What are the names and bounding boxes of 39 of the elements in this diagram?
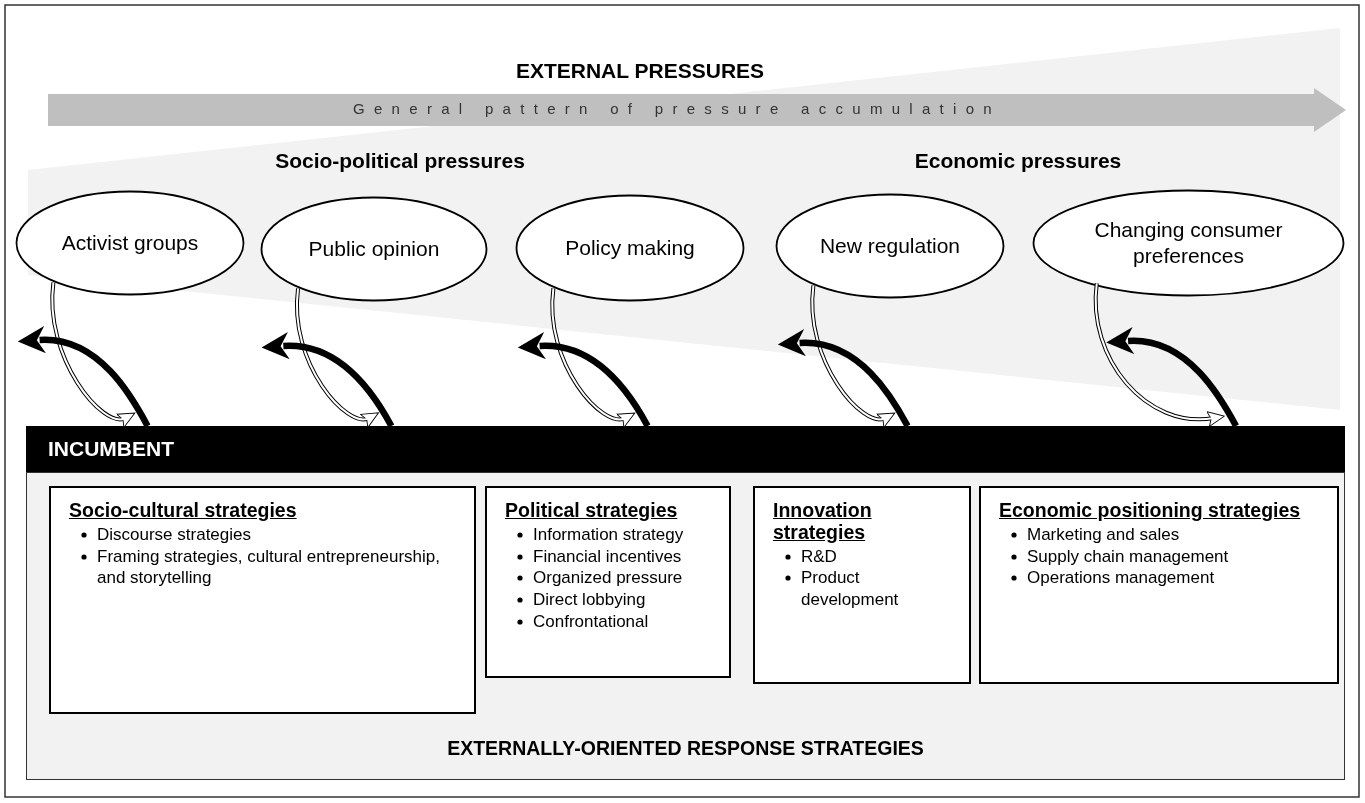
category-label: Socio-political pressures <box>274 149 526 173</box>
strategy-item: Discourse strategies <box>97 524 251 544</box>
incumbent-label: INCUMBENT <box>48 437 174 461</box>
pressure-ellipse <box>15 190 245 296</box>
strategy-item: Operations management <box>1027 568 1215 588</box>
pressure-label: Activist groups <box>60 230 200 256</box>
strategy-item: Marketing and sales <box>1027 524 1180 544</box>
strategy-item: Financial incentives <box>533 546 682 566</box>
strategy-heading: Economic positioning strategies <box>999 500 1302 522</box>
strategy-heading: Socio-cultural strategies <box>69 500 298 522</box>
panel-title: EXTERNALLY-ORIENTED RESPONSE STRATEGIES <box>446 737 925 760</box>
category-label: Economic pressures <box>913 149 1123 173</box>
pressure-ellipse <box>515 194 745 302</box>
strategy-item: R&D <box>801 546 837 566</box>
strategy-heading: Political strategies <box>505 500 679 522</box>
pressure-label: New regulation <box>818 233 962 259</box>
strategy-item: Confrontational <box>533 611 649 631</box>
strategy-box <box>753 486 971 684</box>
strategy-box <box>485 486 731 678</box>
strategy-item: Supply chain management <box>1027 546 1229 566</box>
incumbent-bar <box>26 426 1345 472</box>
strategy-box <box>979 486 1339 684</box>
strategy-box <box>49 486 476 714</box>
strategy-item: Information strategy <box>533 524 684 544</box>
pressure-arrow <box>48 88 1346 132</box>
strategy-item: Direct lobbying <box>533 590 646 610</box>
pressure-label: Public opinion <box>307 236 441 262</box>
strategies-panel <box>26 472 1345 780</box>
pressure-label: Changing consumer preferences <box>1093 217 1284 269</box>
strategy-item: Organized pressure <box>533 568 683 588</box>
strategy-heading: Innovation strategies <box>773 500 873 544</box>
pressure-ellipse <box>775 193 1005 299</box>
strategy-item: Product development <box>801 568 899 610</box>
arrow-caption: General pattern of pressure accumulation <box>352 100 1002 117</box>
pressure-ellipse <box>260 196 488 302</box>
pressure-label: Policy making <box>564 235 696 261</box>
diagram-title: EXTERNAL PRESSURES <box>514 59 766 83</box>
strategy-item: Framing strategies, cultural entrepreneurship, and storytelling <box>97 546 440 588</box>
pressure-ellipse <box>1032 189 1345 297</box>
